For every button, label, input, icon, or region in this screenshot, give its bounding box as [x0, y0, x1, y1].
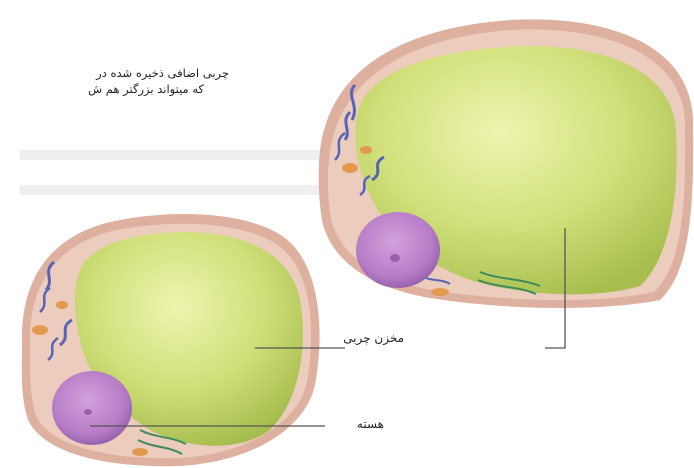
small-cell-nucleus — [52, 371, 132, 445]
small-fat-cell — [22, 214, 320, 466]
caption-line-2: که میتواند بزرگتر هم ش — [88, 82, 204, 96]
large-fat-cell — [319, 19, 693, 308]
caption-line-1: چربی اضافی ذخیره شده در — [96, 66, 229, 80]
large-cell-nucleus — [356, 212, 440, 288]
small-cell-nucleolus — [84, 409, 92, 415]
fat-reservoir-label: مخزن چربی — [343, 331, 404, 345]
large-cell-nucleolus — [390, 254, 400, 262]
nucleus-label: هسته — [357, 417, 384, 431]
